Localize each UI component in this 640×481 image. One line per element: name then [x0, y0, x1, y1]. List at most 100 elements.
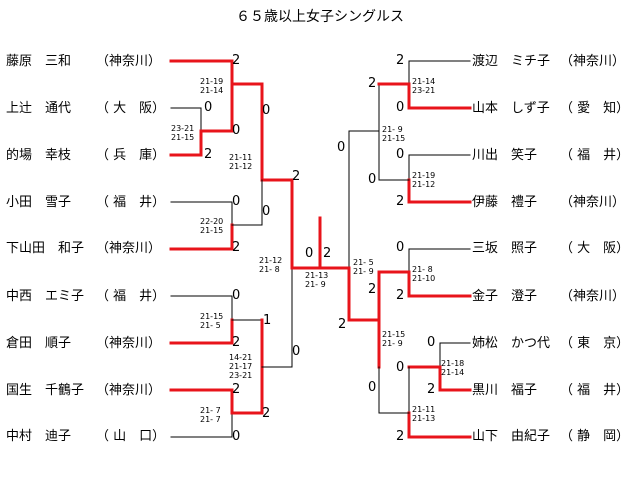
game-score: 21-17: [229, 362, 253, 371]
games-won-mark: 0: [368, 380, 377, 395]
player-pref-left-1: （神奈川）: [96, 54, 162, 69]
player-name-right-5: 三坂 照子: [472, 241, 538, 256]
games-won-mark: 0: [262, 103, 271, 118]
game-score: 23-21: [412, 86, 436, 95]
match-score: 21-15 21- 9: [382, 330, 405, 348]
match-score: 22-20 21-15: [200, 217, 223, 235]
games-won-mark: 2: [396, 53, 405, 68]
player-name-left-2: 上辻 通代: [6, 101, 72, 116]
player-pref-right-2: （ 愛 知）: [560, 101, 630, 116]
game-score: 21-12: [412, 180, 436, 189]
game-score: 21-15: [171, 133, 195, 142]
game-score: 21- 7: [200, 415, 221, 424]
player-name-left-7: 倉田 順子: [6, 336, 72, 351]
game-score: 21-12: [259, 256, 283, 265]
games-won-mark: 2: [232, 240, 241, 255]
games-won-mark: 0: [396, 147, 405, 162]
player-pref-right-9: （ 静 岡）: [560, 429, 630, 444]
player-pref-right-7: （ 東 京）: [560, 336, 630, 351]
game-score: 21-13: [412, 414, 436, 423]
game-score: 22-20: [200, 217, 224, 226]
games-won-mark: 2: [396, 429, 405, 444]
match-score: 21-19 21-14: [200, 77, 223, 95]
games-won-mark: 0: [368, 172, 377, 187]
games-won-mark: 2: [204, 147, 213, 162]
player-name-left-3: 的場 幸枝: [6, 148, 72, 163]
game-score: 21-18: [441, 359, 465, 368]
games-won-mark: 0: [396, 240, 405, 255]
player-name-left-9: 中村 迪子: [6, 429, 72, 444]
player-name-left-1: 藤原 三和: [6, 54, 72, 69]
player-pref-right-5: （ 大 阪）: [560, 241, 630, 256]
games-won-mark: 2: [368, 76, 377, 91]
games-won-mark: 0: [262, 204, 271, 219]
player-pref-right-3: （ 福 井）: [560, 148, 630, 163]
game-score: 21-15: [382, 134, 406, 143]
game-score: 21-10: [412, 274, 436, 283]
game-score: 21-14: [441, 368, 465, 377]
player-name-right-1: 渡辺 ミチ子: [472, 54, 551, 69]
games-won-mark: 2: [232, 53, 241, 68]
player-name-right-2: 山本 しず子: [472, 101, 550, 116]
match-score: 14-21 21-17 23-21: [229, 353, 252, 380]
games-won-mark: 0: [427, 335, 436, 350]
games-won-mark: 2: [368, 282, 377, 297]
player-pref-right-6: （神奈川）: [560, 289, 626, 304]
game-score: 21-15: [382, 330, 406, 339]
games-won-mark: 2: [262, 406, 271, 421]
player-name-left-8: 国生 千鶴子: [6, 383, 85, 398]
game-score: 21-12: [229, 162, 253, 171]
player-pref-left-5: （神奈川）: [96, 241, 162, 256]
games-won-mark: 0: [232, 123, 241, 138]
games-won-mark: 0: [232, 429, 241, 444]
games-won-mark: 0: [204, 100, 213, 115]
game-score: 21- 8: [259, 265, 280, 274]
match-score: 21- 5 21- 9: [353, 258, 374, 276]
games-won-mark: 2: [427, 382, 436, 397]
games-won-mark: 0: [305, 246, 314, 261]
player-pref-left-8: （神奈川）: [96, 383, 162, 398]
game-score: 21-13: [305, 271, 329, 280]
player-pref-left-6: （ 福 井）: [96, 289, 166, 304]
game-score: 21-19: [200, 77, 224, 86]
game-score: 14-21: [229, 353, 253, 362]
game-score: 21-11: [412, 405, 436, 414]
match-score: 21- 9 21-15: [382, 125, 405, 143]
player-pref-left-4: （ 福 井）: [96, 195, 166, 210]
match-score: 21- 8 21-10: [412, 265, 435, 283]
game-score: 23-21: [229, 371, 253, 380]
games-won-mark: 0: [232, 194, 241, 209]
match-score: 21-12 21- 8: [259, 256, 282, 274]
match-score: 21-15 21- 5: [200, 312, 223, 330]
game-score: 21- 5: [353, 258, 374, 267]
games-won-mark: 2: [396, 194, 405, 209]
player-name-left-4: 小田 雪子: [6, 195, 72, 210]
game-score: 21-15: [200, 312, 224, 321]
game-score: 21- 9: [382, 339, 403, 348]
player-name-right-3: 川出 笑子: [472, 148, 538, 163]
game-score: 23-21: [171, 124, 195, 133]
games-won-mark: 0: [396, 360, 405, 375]
games-won-mark: 2: [396, 288, 405, 303]
games-won-mark: 0: [396, 100, 405, 115]
player-name-right-8: 黒川 福子: [472, 383, 538, 398]
games-won-mark: 1: [263, 313, 272, 328]
match-score: 21- 7 21- 7: [200, 406, 221, 424]
game-score: 21-19: [412, 171, 436, 180]
game-score: 21-11: [229, 153, 253, 162]
player-name-right-4: 伊藤 禮子: [472, 195, 538, 210]
games-won-mark: 0: [232, 288, 241, 303]
player-name-left-5: 下山田 和子: [6, 241, 85, 256]
match-score: 21-11 21-12: [229, 153, 252, 171]
player-name-right-9: 山下 由紀子: [472, 429, 551, 444]
game-score: 21- 7: [200, 406, 221, 415]
player-pref-left-9: （ 山 口）: [96, 429, 166, 444]
games-won-mark: 0: [337, 140, 346, 155]
game-score: 21- 5: [200, 321, 221, 330]
games-won-mark: 0: [292, 344, 301, 359]
game-score: 21- 8: [412, 265, 433, 274]
game-score: 21- 9: [305, 280, 326, 289]
games-won-mark: 2: [232, 335, 241, 350]
